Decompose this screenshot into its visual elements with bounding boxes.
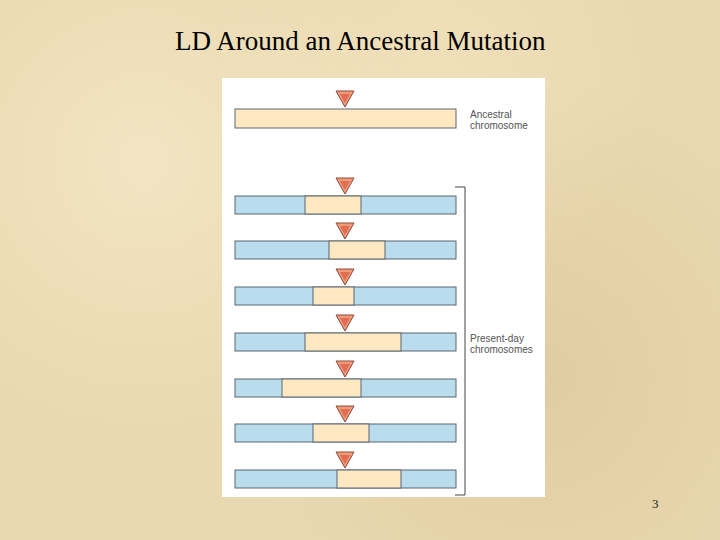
ancestral-segment xyxy=(313,287,354,305)
side-label: Ancestral chromosome xyxy=(470,109,542,131)
bracket xyxy=(455,187,465,495)
present-day-chromosome xyxy=(235,241,456,259)
present-day-chromosome xyxy=(235,287,456,305)
present-day-chromosome xyxy=(235,196,456,214)
ancestral-segment xyxy=(337,470,401,488)
mutation-marker-inner xyxy=(340,364,350,373)
ancestral-segment xyxy=(305,196,361,214)
mutation-marker xyxy=(336,361,354,377)
white-panel xyxy=(222,78,545,497)
mutation-marker-inner xyxy=(340,226,350,235)
mutation-marker xyxy=(336,91,354,107)
mutation-marker xyxy=(336,223,354,239)
ancestral-segment xyxy=(313,424,369,442)
mutation-marker-inner xyxy=(340,181,350,190)
mutation-marker xyxy=(336,406,354,422)
page-number: 3 xyxy=(652,496,682,512)
mutation-marker-inner xyxy=(340,455,350,464)
mutation-marker xyxy=(336,315,354,331)
mutation-marker xyxy=(336,178,354,194)
mutation-marker xyxy=(336,269,354,285)
slide-title: LD Around an Ancestral Mutation xyxy=(175,26,545,57)
side-label: Present-day chromosomes xyxy=(470,333,546,355)
ancestral-segment xyxy=(305,333,401,351)
ancestral-segment xyxy=(282,379,361,397)
mutation-marker xyxy=(336,452,354,468)
present-day-chromosome xyxy=(235,470,456,488)
mutation-marker-inner xyxy=(340,94,350,103)
mutation-marker-inner xyxy=(340,409,350,418)
present-day-chromosome xyxy=(235,379,456,397)
ancestral-segment xyxy=(329,241,385,259)
present-day-chromosome xyxy=(235,424,456,442)
mutation-marker-inner xyxy=(340,318,350,327)
chromosome-group xyxy=(235,91,456,488)
present-day-chromosome xyxy=(235,333,456,351)
ancestral-chromosome xyxy=(235,109,456,128)
mutation-marker-inner xyxy=(340,272,350,281)
